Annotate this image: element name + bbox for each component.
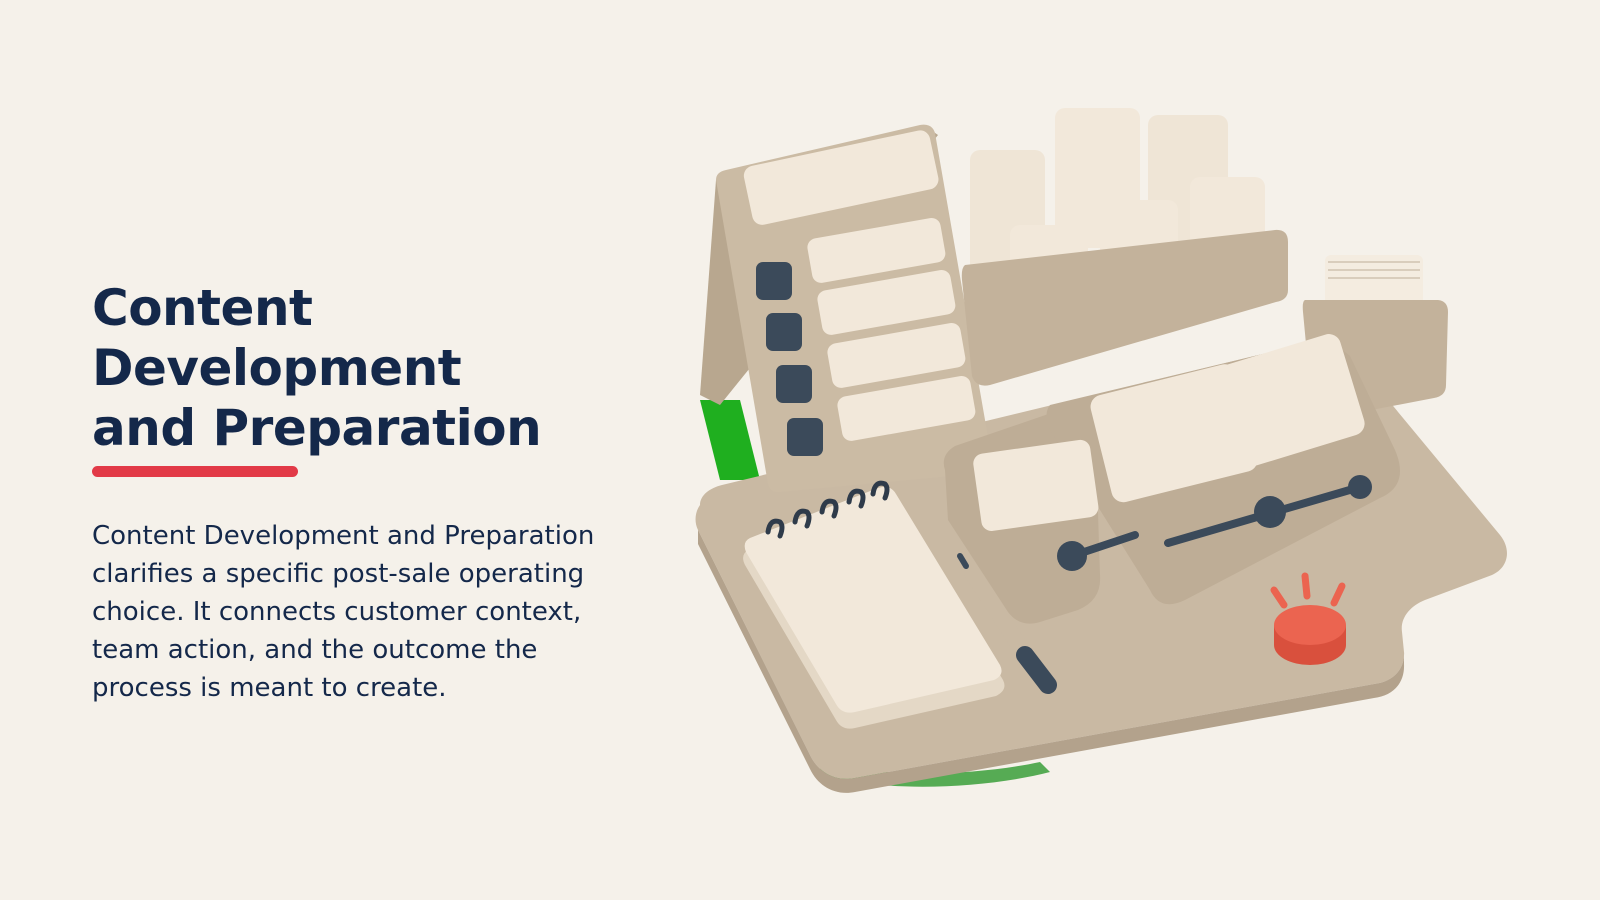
alert-button-icon <box>1270 572 1346 665</box>
slider-knob-end <box>1348 475 1372 499</box>
checklist-box-1 <box>756 262 792 300</box>
notepad-cover <box>744 486 1002 713</box>
text-block: Content Development and Preparation Cont… <box>92 278 672 707</box>
slide-title: Content Development and Preparation <box>92 278 672 458</box>
desk-illustration-svg <box>695 108 1507 793</box>
panel-tile-small <box>973 439 1099 531</box>
slider-controls-icon <box>943 334 1400 624</box>
checklist-line-1 <box>807 217 946 283</box>
slide-body-text: Content Development and Preparation clar… <box>92 521 595 703</box>
pen-icon <box>954 549 1057 694</box>
green-shadow-left <box>700 400 760 480</box>
alert-button-top <box>1274 605 1346 645</box>
checklist-rows <box>756 217 976 456</box>
checklist-box-4 <box>787 418 823 456</box>
slide-title-line-2: and Preparation <box>92 399 542 457</box>
notepad-spiral-rings <box>765 480 890 539</box>
card-holder <box>961 108 1288 386</box>
panel-tile-right <box>1205 334 1365 470</box>
pen-tip <box>957 553 969 569</box>
slider-knob-left <box>1057 541 1087 571</box>
checklist-line-2 <box>817 269 956 335</box>
checklist-box-3 <box>776 365 812 403</box>
spiral-notepad-icon <box>743 480 1005 729</box>
checklist-box-2 <box>766 313 802 351</box>
card-stack-lines <box>1328 261 1420 279</box>
slider-knob-middle <box>1254 496 1286 528</box>
alert-button-rays <box>1270 572 1346 609</box>
holder-box-front <box>961 229 1288 386</box>
pen-cap <box>1016 646 1057 694</box>
slide-title-line-1: Content Development <box>92 279 462 397</box>
desk-workflow-illustration <box>690 95 1520 800</box>
title-underline-accent <box>92 466 298 477</box>
checklist-line-3 <box>827 322 966 388</box>
checklist-line-4 <box>837 375 976 441</box>
checklist-header-card <box>743 130 939 225</box>
